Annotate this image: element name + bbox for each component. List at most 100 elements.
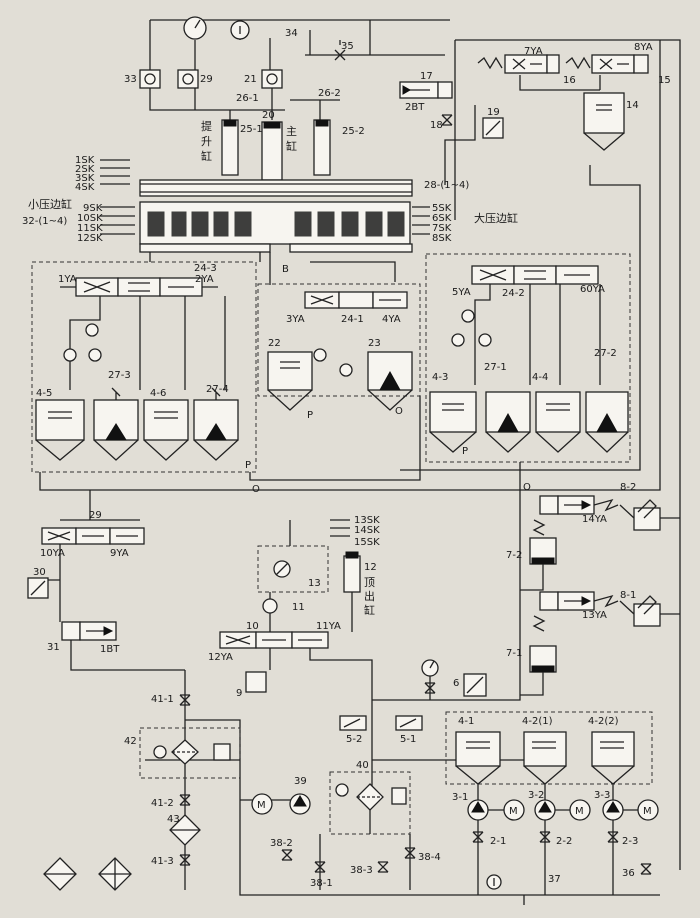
valve-2-2 [539,831,551,843]
label-20: 20 [262,110,275,121]
label-1YA: 1YA [58,274,77,285]
lift-cylinder-left [221,119,239,176]
valve-2-3 [607,831,619,843]
label-13SK: 13SK [354,515,380,526]
label-12: 12 [364,562,377,573]
label-motor-39: M [257,800,266,811]
relief-valve-9 [245,671,267,693]
label-eject-cyl-3: 缸 [364,603,375,617]
label-3SK: 3SK [75,173,95,184]
label-18: 18 [430,120,443,131]
label-small-side-id: 32-(1~4) [22,216,67,227]
label-2-2: 2-2 [556,836,572,847]
label-2-1: 2-1 [490,836,506,847]
valve-mid-gauge [424,682,436,694]
label-big-side-cyl: 大压边缸 [474,211,518,225]
label-9YA: 9YA [110,548,129,559]
valve-38-2 [281,849,293,861]
label-43: 43 [167,814,180,825]
label-15SK: 15SK [354,537,380,548]
check-valves-left [63,323,102,362]
indicator-42 [213,743,231,761]
check-valve-40 [335,783,349,797]
label-6SK: 6SK [432,213,452,224]
relief-valve-7-2 [529,519,557,565]
check-valve-right-1 [461,309,475,323]
pump-valve-group [445,711,653,785]
label-5SK: 5SK [432,203,452,214]
eject-cylinder-12 [343,551,361,593]
valve-29-top [177,69,199,89]
label-P-left: P [245,460,251,471]
pressure-switch-30 [27,577,49,599]
label-38-1: 38-1 [310,878,333,889]
left-valve-group [31,261,257,473]
valve-unit-4-1 [455,731,501,785]
label-41-3: 41-3 [151,856,174,867]
label-23: 23 [368,338,381,349]
label-12YA: 12YA [208,652,233,663]
label-4-3: 4-3 [432,372,448,383]
label-O-right: O [523,482,531,493]
check-valve-middle-1 [313,348,327,362]
valve-41-2 [179,794,191,806]
label-5YA: 5YA [452,287,471,298]
check-valve-11 [262,598,278,614]
label-2SK: 2SK [75,164,95,175]
gauge-bottom [486,874,502,890]
label-29-top: 29 [200,74,213,85]
pump-39 [289,793,311,815]
label-4YA: 4YA [382,314,401,325]
limit-switches-right [412,206,430,235]
label-33: 33 [124,74,137,85]
valve-unit-27-1 [485,391,531,453]
solenoid-valve-13YA [539,591,619,611]
label-13YA: 13YA [582,610,607,621]
valve-33 [139,69,161,89]
label-7-2: 7-2 [506,550,522,561]
label-12SK: 12SK [77,233,103,244]
label-2BT: 2BT [405,102,425,113]
label-24-2: 24-2 [502,288,525,299]
label-P-right: P [462,446,468,457]
throttle-valve-13 [273,560,291,578]
label-38-2: 38-2 [270,838,293,849]
label-lift-cyl-1: 提 [201,120,212,133]
label-17: 17 [420,71,433,82]
label-3-2: 3-2 [528,790,544,801]
main-cylinder [261,121,283,181]
valve-unit-22 [267,351,313,411]
label-14: 14 [626,100,639,111]
throttle-group-13 [257,545,329,593]
pressure-switch-6 [463,673,487,697]
valve-18 [441,114,453,126]
label-27-4: 27-4 [206,384,229,395]
label-eject-cyl-1: 顶 [364,576,375,589]
cooler-43 [169,814,201,846]
label-29-mid: 29 [89,510,102,521]
filter-42 [171,739,199,765]
label-lift-cyl-3: 缸 [201,149,212,163]
switch-5-2 [339,715,367,731]
label-1BT: 1BT [100,644,120,655]
label-11YA: 11YA [316,621,341,632]
label-38-3: 38-3 [350,865,373,876]
label-P-mid: P [307,410,313,421]
solenoid-valve-31 [61,621,117,641]
valve-41-3 [179,854,191,866]
label-27-1: 27-1 [484,362,507,373]
label-9: 9 [236,688,242,699]
label-B: B [282,264,289,275]
solenoid-valve-14YA [539,495,619,515]
lift-cylinder-right [313,119,331,176]
pump-3-3 [602,799,624,821]
label-8SK: 8SK [432,233,452,244]
label-7SK: 7SK [432,223,452,234]
directional-valve-24-3 [60,277,218,297]
valve-21 [261,69,283,89]
label-26-2: 26-2 [318,88,341,99]
valve-38-1 [314,861,326,873]
label-main-cyl-1: 主 [286,125,297,138]
label-7-1: 7-1 [506,648,522,659]
